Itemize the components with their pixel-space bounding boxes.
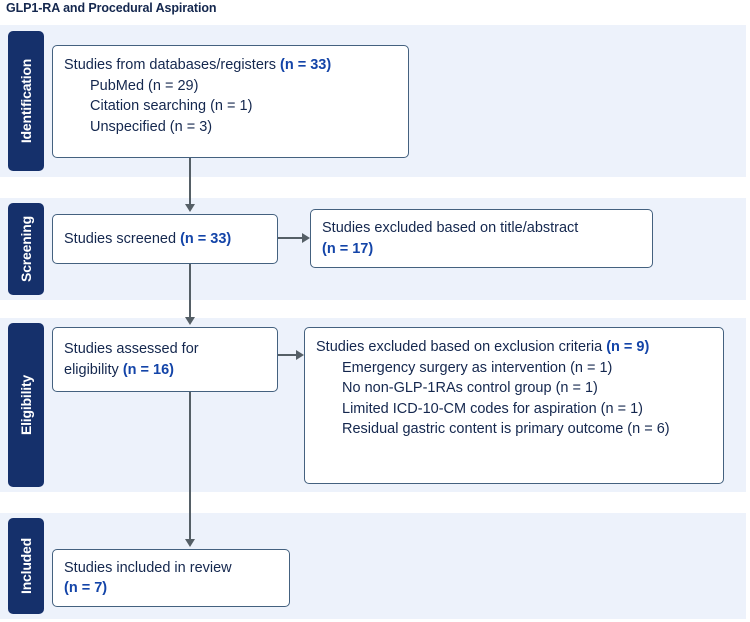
excluded-criteria-item: Residual gastric content is primary outc… — [342, 421, 670, 437]
studies-screened-text: Studies screened — [64, 230, 177, 247]
studies-screened-line: Studies screened (n = 33) — [64, 229, 231, 250]
connector-screening-to-eligibility — [189, 264, 191, 319]
eligibility-line-2: eligibility (n = 16) — [64, 360, 199, 381]
connector-screened-to-excluded — [278, 237, 304, 239]
stage-label-included: Included — [18, 538, 34, 594]
box-excluded-exclusion-criteria: Studies excluded based on exclusion crit… — [304, 327, 724, 484]
stage-tab-included: Included — [8, 518, 44, 614]
excluded-criteria-item: Limited ICD-10-CM codes for aspiration (… — [342, 400, 643, 417]
arrow-down-icon — [185, 204, 195, 212]
excluded-criteria-item: No non-GLP-1RAs control group (n = 1) — [342, 380, 598, 396]
stage-label-identification: Identification — [18, 58, 34, 144]
excluded-title-abstract-text: Studies excluded based on title/abstract — [322, 220, 579, 236]
excluded-criteria-heading-text: Studies excluded based on exclusion crit… — [316, 339, 603, 355]
box-identification-sources: Studies from databases/registers (n = 33… — [52, 45, 409, 158]
studies-included-text: Studies included in review — [64, 559, 232, 576]
arrow-down-icon — [185, 317, 195, 325]
box-excluded-title-abstract: Studies excluded based on title/abstract… — [310, 209, 653, 268]
box-studies-assessed-eligibility: Studies assessed for eligibility (n = 16… — [52, 327, 278, 392]
identification-source-item: Citation searching (n = 1) — [90, 98, 253, 114]
stage-tab-identification: Identification — [8, 31, 44, 171]
eligibility-content: Studies assessed for eligibility (n = 16… — [64, 339, 199, 380]
eligibility-line-1: Studies assessed for — [64, 341, 199, 357]
page-title: GLP1-RA and Procedural Aspiration — [6, 1, 217, 15]
studies-screened-count: (n = 33) — [180, 230, 232, 247]
arrow-down-icon — [185, 539, 195, 547]
eligibility-count: (n = 16) — [122, 361, 175, 378]
connector-eligibility-to-excluded-criteria — [278, 354, 298, 356]
identification-source-item: PubMed (n = 29) — [90, 77, 199, 94]
eligibility-line-2-text: eligibility — [64, 361, 119, 378]
stage-tab-screening: Screening — [8, 203, 44, 295]
box-studies-included: Studies included in review (n = 7) — [52, 549, 290, 607]
included-content: Studies included in review (n = 7) — [64, 558, 232, 599]
box-studies-screened: Studies screened (n = 33) — [52, 214, 278, 264]
connector-eligibility-to-included — [189, 392, 191, 541]
studies-included-count: (n = 7) — [64, 580, 108, 596]
arrow-right-icon — [296, 350, 304, 360]
identification-source-item: Unspecified (n = 3) — [90, 118, 213, 135]
excluded-criteria-item: Emergency surgery as intervention (n = 1… — [342, 359, 613, 376]
excluded-criteria-heading-count: (n = 9) — [606, 339, 650, 355]
excluded-criteria-heading: Studies excluded based on exclusion crit… — [316, 337, 712, 358]
identification-heading-count: (n = 33) — [280, 57, 332, 73]
identification-heading-text: Studies from databases/registers — [64, 57, 276, 73]
identification-heading: Studies from databases/registers (n = 33… — [64, 55, 397, 76]
stage-label-eligibility: Eligibility — [18, 374, 34, 436]
excluded-title-abstract-content: Studies excluded based on title/abstract… — [322, 218, 578, 259]
stage-tab-eligibility: Eligibility — [8, 323, 44, 487]
stage-label-screening: Screening — [18, 216, 35, 282]
connector-identification-to-screening — [189, 158, 191, 206]
arrow-right-icon — [302, 233, 310, 243]
excluded-title-abstract-count: (n = 17) — [322, 240, 374, 257]
